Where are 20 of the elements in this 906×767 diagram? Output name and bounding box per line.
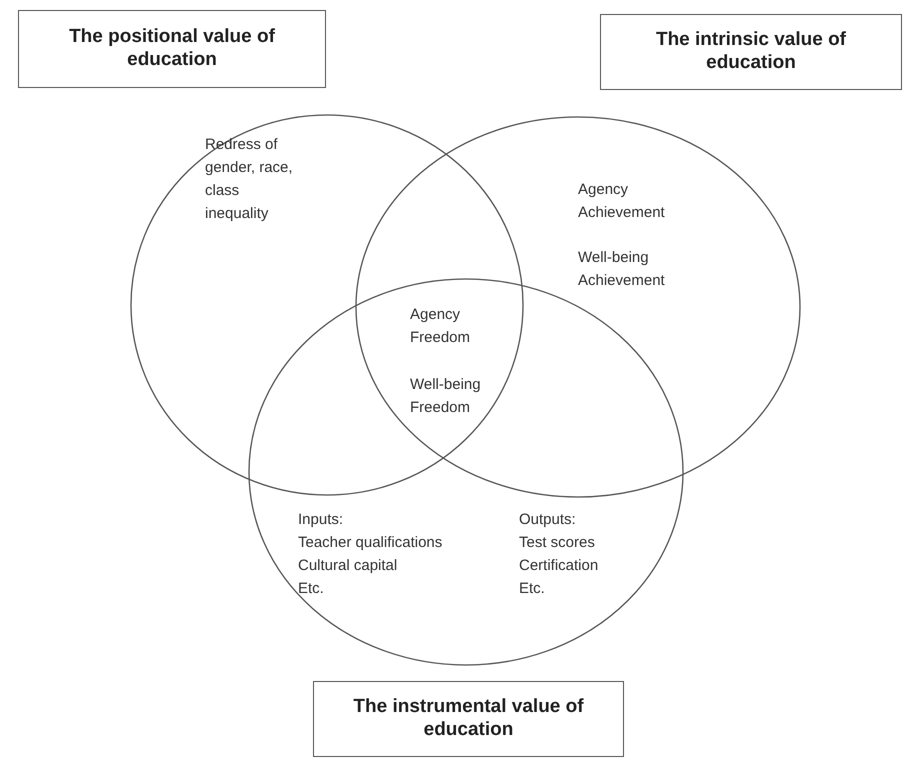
region-text: Cultural capital <box>298 556 398 576</box>
venn-circle <box>130 114 524 496</box>
title-text: The positional value of education <box>68 26 276 72</box>
region-text: Teacher qualifications <box>298 533 442 553</box>
region-text: Agency Achievement <box>578 180 666 223</box>
title-text: The instrumental value of education <box>352 696 585 742</box>
title-box <box>18 10 326 88</box>
region-text: Agency Freedom <box>410 305 472 348</box>
region-text: Etc. <box>519 579 545 599</box>
region-text: Well-being Achievement <box>578 248 666 291</box>
region-text: Certification <box>519 556 598 576</box>
region-text: Test scores <box>519 533 595 553</box>
venn-circle <box>355 116 801 498</box>
region-text: Outputs: <box>519 510 576 530</box>
title-box <box>313 681 624 757</box>
title-text: The intrinsic value of education <box>654 29 848 75</box>
region-text: Etc. <box>298 579 324 599</box>
region-text: Inputs: <box>298 510 344 530</box>
title-box <box>600 14 902 90</box>
region-text: Well-being Freedom <box>410 375 482 418</box>
